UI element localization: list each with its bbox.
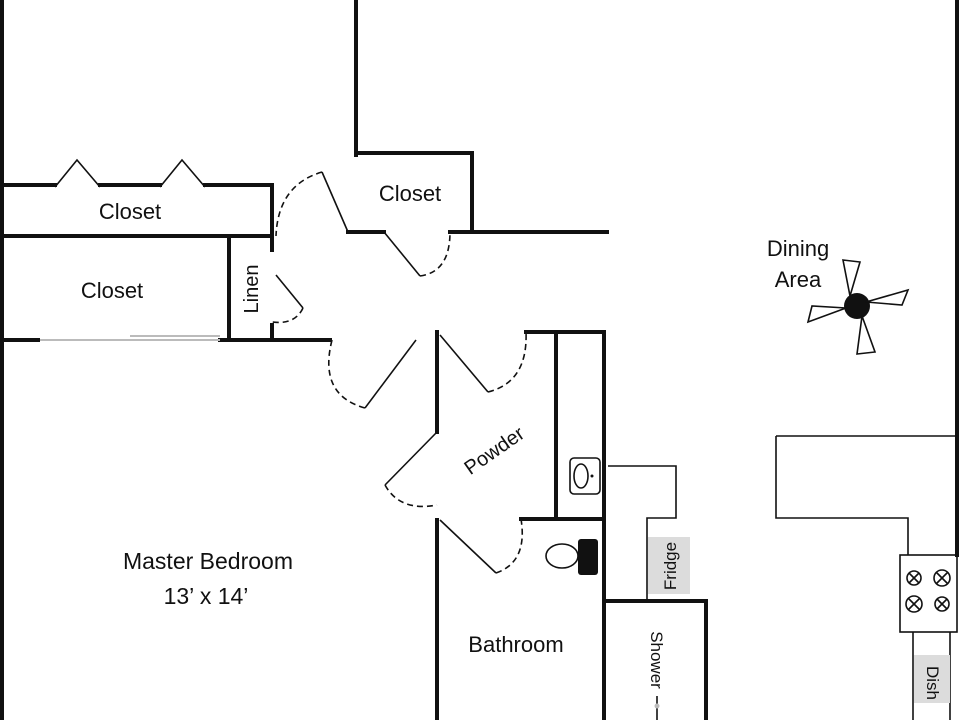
room-label-dining-2: Area: [775, 267, 822, 292]
bifold-door-left: [54, 158, 101, 188]
doors: [40, 158, 527, 574]
hall-door-leaf: [321, 171, 349, 233]
linen-door-leaf: [275, 274, 304, 309]
powder-door-leaf-1: [439, 334, 489, 393]
powder-door-swing-2: [384, 484, 438, 508]
hall-door-swing: [275, 171, 323, 237]
appliance-label-shower: Shower: [647, 631, 666, 689]
appliance-label-fridge: Fridge: [661, 542, 680, 590]
room-label-linen: Linen: [241, 265, 263, 314]
powder-door-leaf-2: [384, 431, 438, 486]
bathroom-door-leaf: [439, 519, 497, 574]
closet-door-leaf: [383, 231, 421, 277]
room-label-bathroom: Bathroom: [468, 632, 563, 657]
powder-door-swing-1: [487, 331, 527, 393]
room-label-closet-upper: Closet: [99, 199, 161, 224]
room-label-dining-1: Dining: [767, 236, 829, 261]
ceiling-fan-icon: [806, 259, 910, 355]
stove-icon: [899, 554, 958, 633]
fridge-box: [648, 537, 690, 594]
room-label-closet-center: Closet: [379, 181, 441, 206]
linen-door-swing: [271, 307, 304, 324]
closet-door-swing: [419, 231, 451, 277]
room-dimensions-master: 13’ x 14’: [164, 583, 249, 609]
room-label-master: Master Bedroom: [123, 548, 293, 574]
appliance-label-dish: Dish: [923, 666, 942, 700]
room-label-powder: Powder: [460, 422, 528, 479]
bifold-door-right: [159, 158, 206, 188]
bedroom-door-swing: [328, 339, 366, 409]
bathroom-door-swing: [495, 518, 523, 574]
bedroom-door-leaf: [364, 339, 417, 409]
room-label-closet-lower: Closet: [81, 278, 143, 303]
shower-drain-icon: [654, 696, 660, 720]
sink-icon: [569, 457, 601, 495]
dish-box: [914, 655, 950, 703]
toilet-icon: [545, 539, 598, 575]
